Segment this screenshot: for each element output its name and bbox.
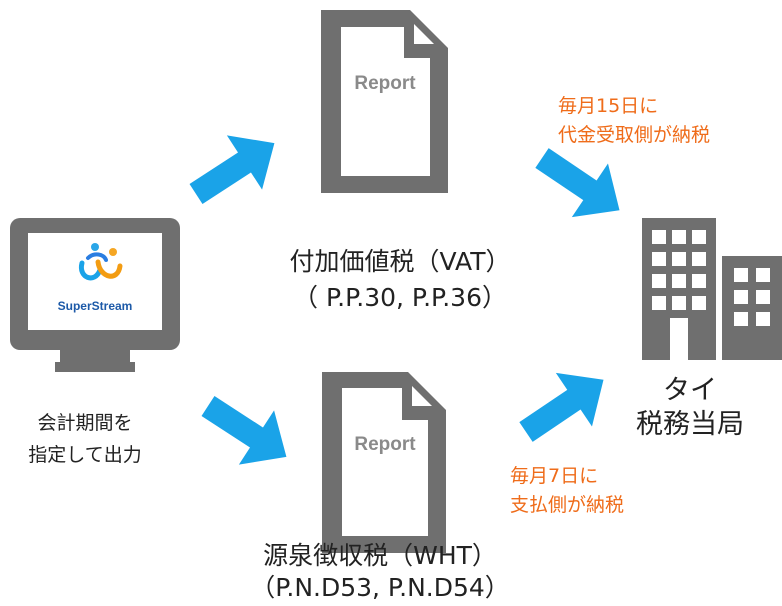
computer-label-line: 指定して出力 (28, 444, 142, 466)
authority-label-line: タイ (663, 375, 717, 406)
computer-label: 会計期間を 指定して出力 (0, 407, 170, 471)
vat-label: 付加価値税（VAT） （ P.P.30, P.P.36） (230, 244, 570, 316)
wht-label-line: （P.N.D53, P.N.D54） (250, 573, 510, 602)
document-icon: Report (321, 10, 448, 193)
vat-note-line: 毎月15日に (558, 95, 659, 117)
computer-label-line: 会計期間を (37, 412, 133, 434)
logo-text: SuperStream (58, 299, 133, 313)
document-icon: Report (322, 372, 446, 553)
wht-note: 毎月7日に 支払側が納税 (510, 462, 624, 520)
wht-note-line: 毎月7日に (510, 465, 599, 487)
vat-doc-label: Report (354, 73, 416, 94)
superstream-logo: SuperStream (58, 243, 133, 313)
wht-label: 源泉徴収税（WHT） （P.N.D53, P.N.D54） (210, 540, 550, 604)
monitor-icon (10, 218, 180, 372)
wht-doc-label: Report (354, 434, 416, 455)
building-icon (642, 218, 782, 360)
wht-label-line: 源泉徴収税（WHT） (263, 541, 497, 570)
authority-label: タイ 税務当局 (600, 374, 780, 442)
vat-label-line: （ P.P.30, P.P.36） (293, 283, 507, 312)
wht-note-line: 支払側が納税 (510, 494, 625, 516)
arrow-icon (178, 115, 293, 222)
arrow-icon (190, 378, 305, 485)
vat-note: 毎月15日に 代金受取側が納税 (558, 92, 710, 150)
authority-label-line: 税務当局 (636, 409, 744, 440)
vat-note-line: 代金受取側が納税 (558, 124, 711, 146)
vat-label-line: 付加価値税（VAT） (289, 247, 511, 276)
